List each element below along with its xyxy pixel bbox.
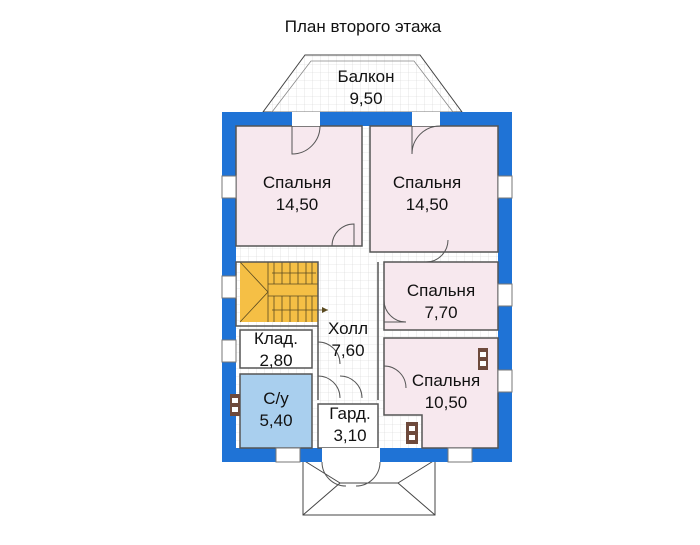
room-area-storage: 2,80 [259, 351, 292, 370]
room-name-bedroom-2: Спальня [393, 173, 461, 192]
room-name-bedroom-3: Спальня [407, 281, 475, 300]
door-swings [291, 125, 449, 487]
room-area-bedroom-4: 10,50 [425, 393, 468, 412]
room-name-hall: Холл [328, 319, 368, 338]
room-name-bedroom-1: Спальня [263, 173, 331, 192]
room-area-hall: 7,60 [331, 341, 364, 360]
room-area-bathroom: 5,40 [259, 411, 292, 430]
ventilation-icon [230, 394, 240, 416]
bedroom-4-floor [384, 338, 498, 448]
bedroom-3-floor [384, 262, 498, 330]
room-area-bedroom-1: 14,50 [276, 195, 319, 214]
room-name-balcony: Балкон [337, 67, 394, 86]
storage-floor [240, 330, 312, 368]
room-area-balcony: 9,50 [349, 89, 382, 108]
door-openings [292, 112, 440, 462]
bedroom-1-floor [236, 126, 362, 246]
room-name-bathroom: С/у [263, 389, 289, 408]
staircase [239, 261, 328, 323]
chimney-icon [406, 422, 418, 444]
room-area-bedroom-2: 14,50 [406, 195, 449, 214]
room-name-bedroom-4: Спальня [412, 371, 480, 390]
room-area-wardrobe: 3,10 [333, 426, 366, 445]
bathroom-floor [240, 374, 312, 448]
windows [221, 175, 513, 463]
wardrobe-floor [318, 404, 378, 448]
room-name-storage: Клад. [254, 329, 298, 348]
chimney-icon [478, 348, 488, 370]
bedroom-2-floor [370, 126, 498, 252]
room-area-bedroom-3: 7,70 [424, 303, 457, 322]
plan-title: План второго этажа [285, 17, 442, 36]
room-name-wardrobe: Гард. [329, 404, 370, 423]
